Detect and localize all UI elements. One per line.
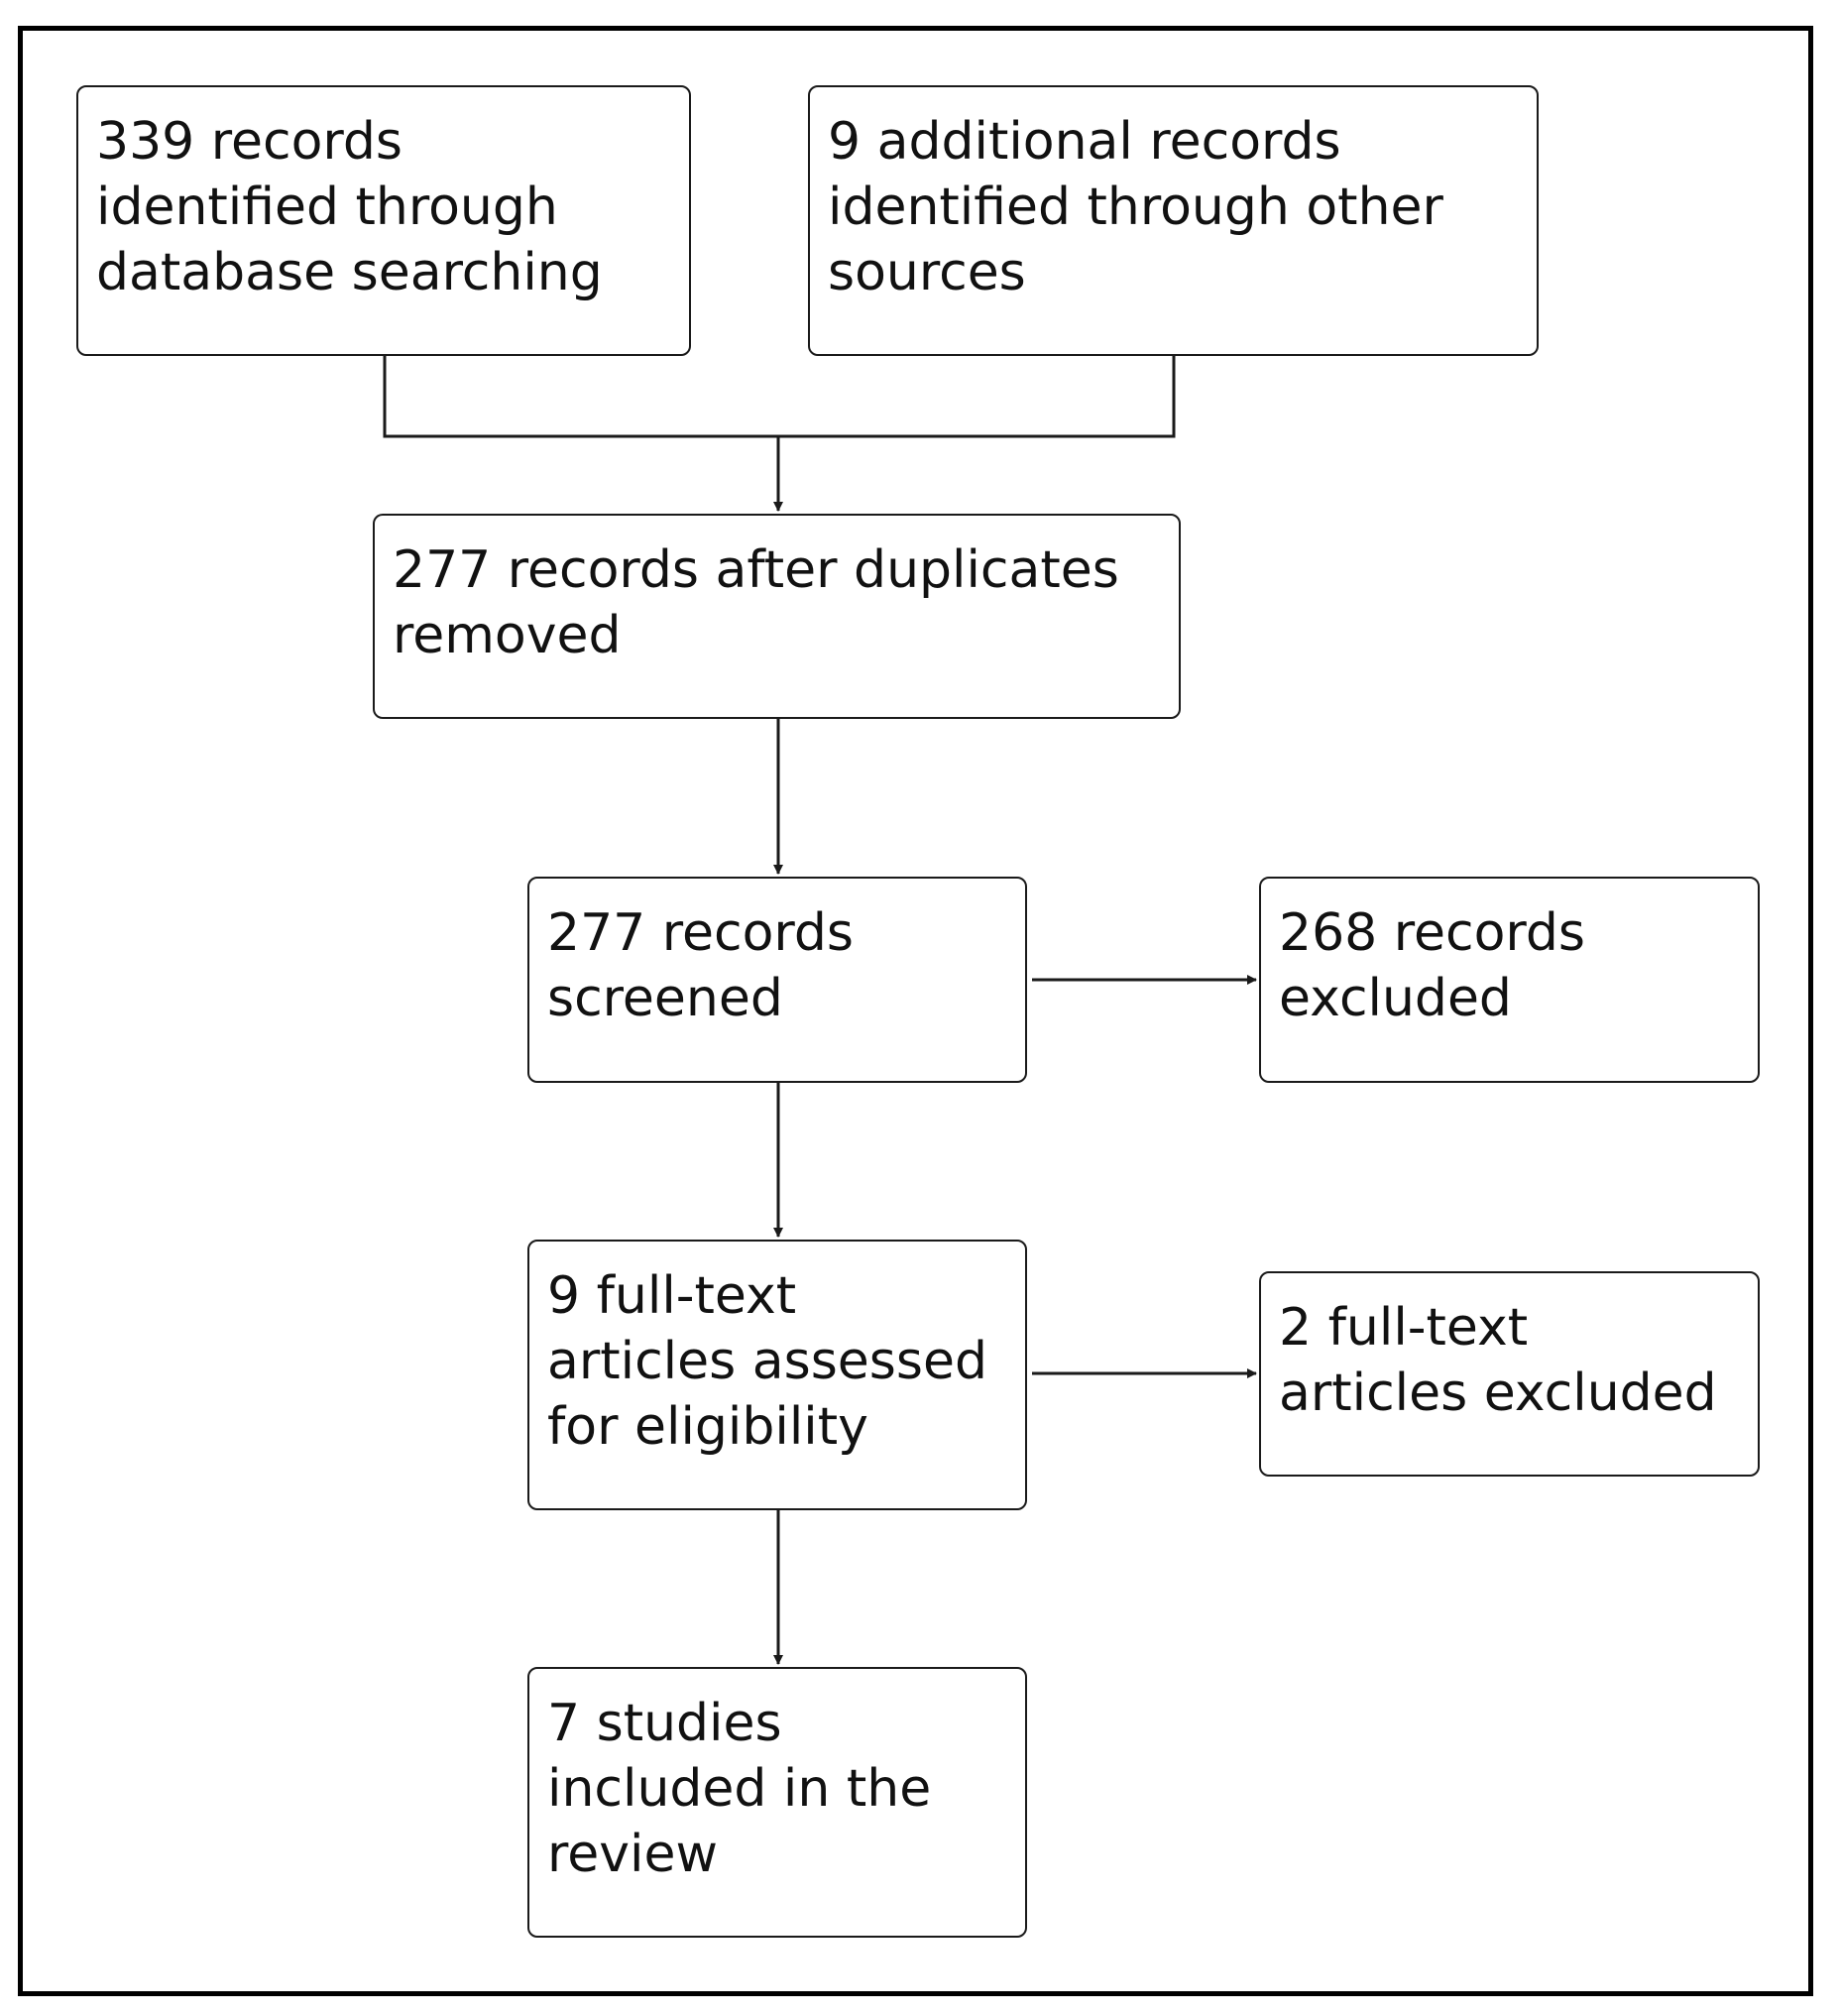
node-included: 7 studies included in the review [527,1667,1027,1938]
diagram-frame [18,26,1813,1996]
node-db-search: 339 records identified through database … [76,85,691,356]
edge-other-sources-merge [778,354,1176,438]
edge-db-search-merge [383,354,778,438]
node-excluded: 268 records excluded [1259,877,1760,1083]
node-other-sources: 9 additional records identified through … [808,85,1539,356]
node-full-text-excluded: 2 full-text articles excluded [1259,1271,1760,1477]
node-after-duplicates: 277 records after duplicates removed [373,514,1181,719]
node-screened: 277 records screened [527,877,1027,1083]
node-full-text-assessed: 9 full-text articles assessed for eligib… [527,1240,1027,1510]
